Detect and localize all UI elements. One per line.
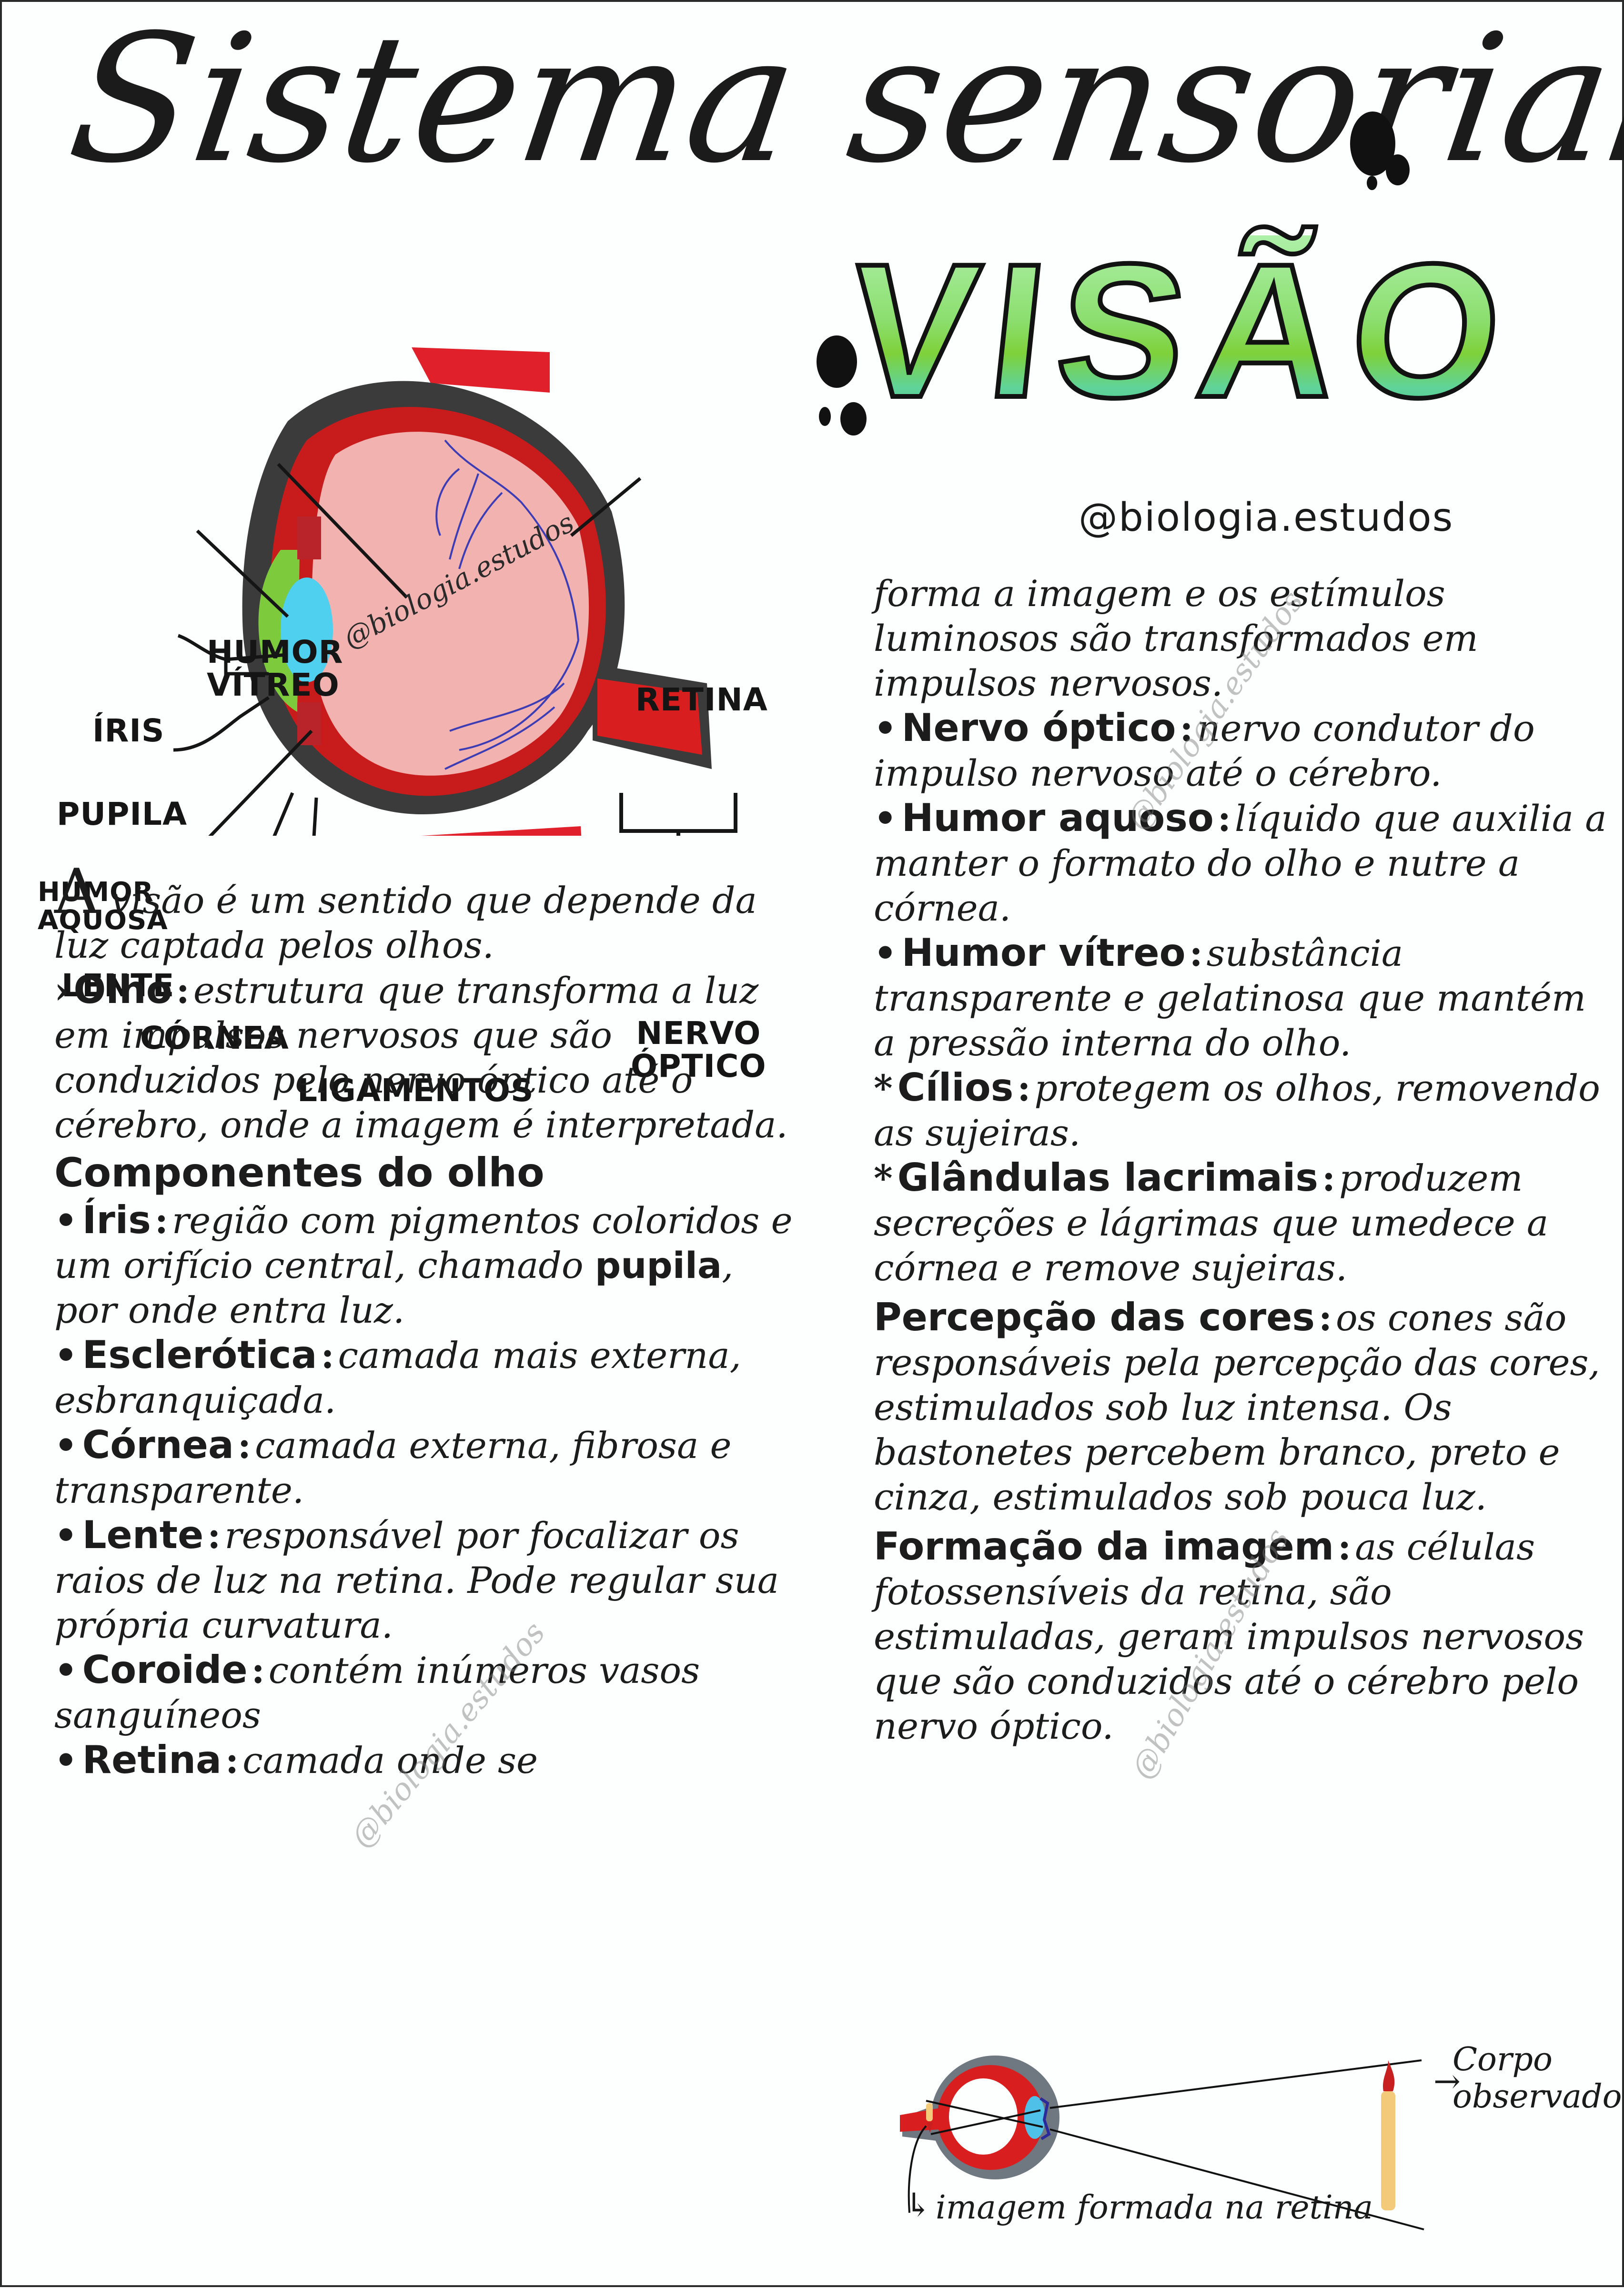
asterisk-icon: * xyxy=(874,1157,893,1199)
olho-definition: ›Olho:estrutura que transforma a luz em … xyxy=(54,968,788,1146)
decorative-dot xyxy=(1367,176,1377,190)
decorative-dot xyxy=(819,407,831,426)
label-pupila: PUPILA xyxy=(57,796,188,832)
label-lente: LENTE xyxy=(61,967,175,1004)
decorative-dot xyxy=(817,335,857,388)
component-item-retina: •Retina:camada onde se xyxy=(54,1738,538,1782)
component-item-esclerotica: •Esclerótica:camada mais externa, esbran… xyxy=(54,1333,741,1421)
component-item-cilios: *Cílios:protegem os olhos, removendo as … xyxy=(874,1065,1600,1154)
decorative-dot xyxy=(840,402,867,436)
label-retina: RETINA xyxy=(635,681,768,718)
asterisk-icon: * xyxy=(874,1067,893,1109)
component-item-nervo-optico: •Nervo óptico:nervo condutor do impulso … xyxy=(874,706,1535,794)
bullet-icon: • xyxy=(874,932,897,974)
image-formation-diagram: Corpo observado → ↳ imagem formada na re… xyxy=(883,2027,1624,2289)
component-item-cornea: •Córnea:camada externa, fibrosa e transp… xyxy=(54,1423,732,1511)
retina-continuation: forma a imagem e os estímulos luminosos … xyxy=(874,572,1478,704)
arrow-hook-icon: ↳ xyxy=(905,2187,932,2224)
left-column-notes: A visão é um sentido que depende da luz … xyxy=(54,855,797,1783)
right-column-notes: forma a imagem e os estímulos luminosos … xyxy=(874,571,1607,1749)
label-iris: ÍRIS xyxy=(92,712,165,749)
bullet-icon: • xyxy=(54,1739,78,1782)
label-corpo-observado: Corpo observado xyxy=(1453,2041,1622,2116)
component-item-coroide: •Coroide:contém inúmeros vasos sanguíneo… xyxy=(54,1648,700,1736)
bullet-icon: • xyxy=(874,797,897,840)
label-imagem-retina: imagem formada na retina xyxy=(936,2189,1373,2227)
eye-anatomy-illustration xyxy=(173,347,737,836)
arrow-right-icon: → xyxy=(1433,2063,1461,2100)
bullet-icon: • xyxy=(54,1424,78,1467)
label-cornea: CÓRNEA xyxy=(140,1020,289,1056)
highlight-pupila: pupila xyxy=(595,1244,722,1286)
component-item-iris: •Íris:região com pigmentos coloridos e u… xyxy=(54,1198,793,1331)
section-formacao-imagem: Formação da imagem:as células fotossensí… xyxy=(874,1524,1584,1747)
bullet-icon: • xyxy=(54,1199,78,1242)
component-item-glandulas-lacrimais: *Glândulas lacrimais:produzem secreções … xyxy=(874,1155,1549,1289)
eye-candle-illustration xyxy=(900,2056,1424,2230)
term-olho: Olho xyxy=(73,968,172,1012)
page-subtitle: VISÃO xyxy=(837,222,1528,439)
definition-olho: estrutura que transforma a luz em impuls… xyxy=(54,969,788,1146)
component-item-humor-vitreo: •Humor vítreo:substância transparente e … xyxy=(874,931,1586,1064)
bullet-icon: • xyxy=(54,1514,78,1557)
component-item-humor-aquoso: •Humor aquoso:líquido que auxilia a mant… xyxy=(874,796,1607,929)
intro-paragraph: A visão é um sentido que depende da luz … xyxy=(54,855,757,966)
bullet-icon: • xyxy=(54,1649,78,1691)
chevron-right-icon: › xyxy=(54,969,69,1012)
label-ligamentos: LIGAMENTOS xyxy=(297,1072,534,1109)
bullet-icon: • xyxy=(54,1334,78,1377)
section-percepcao-cores: Percepção das cores:os cones são respons… xyxy=(874,1295,1600,1518)
author-handle: @biologia.estudos xyxy=(1079,495,1454,540)
bullet-icon: • xyxy=(874,707,897,749)
component-item-lente: •Lente:responsável por focalizar os raio… xyxy=(54,1513,779,1646)
section-title-componentes: Componentes do olho xyxy=(54,1149,545,1196)
decorative-dot xyxy=(1386,154,1410,185)
